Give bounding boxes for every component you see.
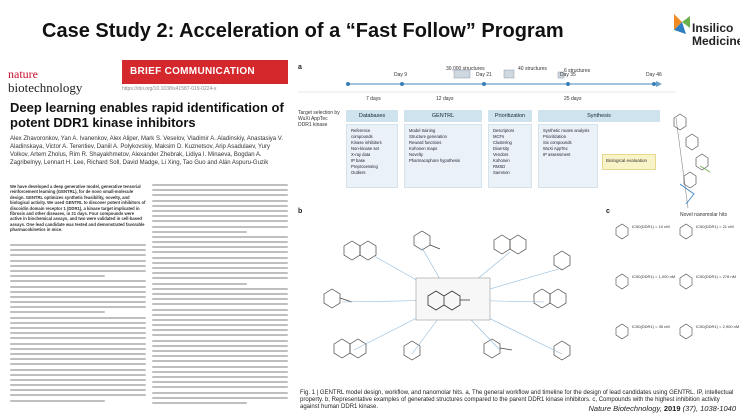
insilico-logo: Insilico Medicine [672, 12, 740, 60]
day-9-marker: Day 9 [394, 72, 408, 78]
paper-title: Deep learning enables rapid identificati… [10, 100, 284, 130]
journal-logo-line2: biotechnology [8, 80, 83, 95]
citation-journal: Nature Biotechnology, [588, 404, 662, 413]
abstract: We have developed a deep generative mode… [10, 184, 146, 233]
citation-pages: 1038-1040 [700, 404, 736, 413]
stage-prioritization-header: Prioritization [488, 110, 532, 122]
slide-title: Case Study 2: Acceleration of a “Fast Fo… [42, 20, 564, 42]
ic50-compound-3: IC50(DDR1) = 1,000 nM [632, 274, 676, 279]
citation: Nature Biotechnology, 2019 (37), 1038-10… [588, 404, 736, 413]
generated-structures-diagram [323, 230, 571, 361]
citation-volume: (37), [682, 404, 699, 413]
stage-gentrl-header: GENTRL [404, 110, 482, 122]
ic50-compound-2: IC50(DDR1) = 21 nM [696, 224, 734, 229]
hit-compounds-diagram [615, 223, 693, 340]
day-35-marker: Day 35 [560, 72, 576, 78]
structures-6-label: 6 structures [564, 68, 591, 74]
stage-databases-body: Reference compounds Kinase inhibitors No… [346, 124, 398, 188]
ic50-compound-4: IC50(DDR1) = 278 nM [696, 274, 736, 279]
author-list: Alex Zhavoronkov, Yan A. Ivanenkov, Alex… [10, 136, 283, 166]
panel-a-label: a [298, 64, 302, 71]
target-selection-label: Target selection by WuXi AppTec DDR1 kin… [298, 110, 340, 128]
journal-logo: nature biotechnology [8, 67, 83, 95]
figure-caption: Fig. 1 | GENTRL model design, workflow, … [300, 390, 734, 410]
stage-synthesis-body: Synthetic routes analysis Prioritization… [538, 124, 598, 188]
body-text-right [152, 184, 288, 407]
structures-30000-label: 30,000 structures [446, 66, 485, 72]
day-21-marker: Day 21 [476, 72, 492, 78]
biological-evaluation-box: Biological evaluation [602, 154, 656, 170]
ic50-compound-6: IC50(DDR1) = 2,900 nM [696, 324, 740, 329]
brief-communication-banner: BRIEF COMMUNICATION [122, 60, 288, 84]
hits-panel: IC50(DDR1) = 10 nM IC50(DDR1) = 21 nM IC… [610, 218, 740, 378]
logo-mark-icon [674, 14, 690, 34]
logo-line-2: Medicine [692, 34, 740, 48]
novel-hits-label: Novel nanomolar hits [680, 212, 727, 218]
stage-synthesis-header: Synthesis [538, 110, 660, 122]
doi-link[interactable]: https://doi.org/10.1038/s41587-019-0224-… [122, 86, 217, 92]
paper-page: nature biotechnology BRIEF COMMUNICATION… [2, 58, 288, 416]
stage-prioritization-body: Descriptors MCFs Clustering Diversity Ve… [488, 124, 532, 188]
timeline-diagram [298, 69, 711, 209]
stage-gentrl-body: Model training Structure generation Rewa… [404, 124, 482, 188]
stage-databases-header: Databases [346, 110, 398, 122]
body-text-left [10, 244, 146, 405]
panel-b-label: b [298, 208, 303, 215]
figure-1: a Target selection by WuXi AppTec DDR1 k… [296, 58, 740, 388]
logo-line-1: Insilico [692, 21, 734, 35]
journal-logo-line1: nature [8, 67, 38, 81]
day-46-marker: Day 46 [646, 72, 662, 78]
ic50-compound-5: IC50(DDR1) = 35 nM [632, 324, 670, 329]
structures-40-label: 40 structures [518, 66, 547, 72]
citation-year: 2019 [663, 404, 681, 413]
duration-12-days: 12 days [436, 96, 454, 102]
panel-c-label: c [606, 208, 610, 215]
ic50-compound-1: IC50(DDR1) = 10 nM [632, 224, 670, 229]
duration-7-days: 7 days [366, 96, 381, 102]
duration-25-days: 25 days [564, 96, 582, 102]
